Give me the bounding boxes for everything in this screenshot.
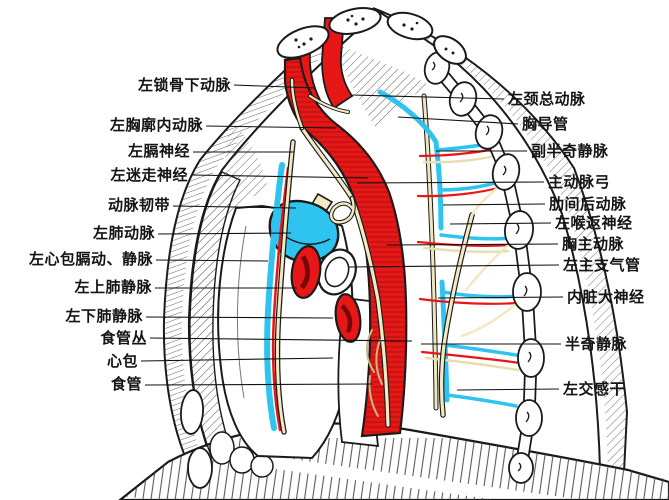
leader-lines	[140, 84, 564, 391]
label-left-sympathetic-trunk: 左交感干	[563, 382, 626, 398]
label-left-phrenic-nerve: 左膈神经	[127, 144, 190, 160]
apex-bones	[276, 7, 467, 65]
posterior-intercostal-arteries	[418, 147, 498, 158]
label-left-pericardiacophrenic-vessels: 左心包膈动、静脉	[28, 252, 153, 268]
label-aortic-arch: 主动脉弓	[548, 175, 611, 191]
posterior-vessel-network	[377, 89, 526, 418]
label-accessory-hemiazygos-vein: 副半奇静脉	[531, 144, 609, 160]
label-ligamentum-arteriosum: 动脉韧带	[107, 198, 170, 214]
esophageal-plexus-lines	[366, 329, 383, 417]
label-pericardium: 心包	[106, 354, 138, 370]
accessory-hemiazygos-vein	[377, 89, 444, 231]
label-posterior-intercostal-artery: 肋间后动脉	[549, 197, 627, 213]
left-superior-pulmonary-vein	[290, 245, 322, 299]
label-left-vagus-nerve: 左迷走神经	[110, 168, 188, 184]
pericardiacophrenic-bundle	[264, 139, 296, 435]
label-left-pulmonary-artery: 左肺动脉	[92, 226, 155, 242]
label-left-recurrent-laryngeal-nerve: 左喉返神经	[555, 216, 633, 232]
label-esophagus: 食管	[110, 377, 142, 393]
label-greater-splanchnic-nerve: 内脏大神经	[567, 290, 645, 306]
label-left-subclavian-artery: 左锁骨下动脉	[137, 78, 231, 94]
label-esophageal-plexus: 食管丛	[100, 331, 147, 347]
left-sympathetic-trunk	[423, 51, 545, 484]
label-left-internal-thoracic-artery: 左胸廓内动脉	[109, 118, 203, 134]
label-left-superior-pulmonary-vein: 左上肺静脉	[74, 280, 152, 296]
left-vagus-nerve-line	[289, 77, 391, 428]
apex-hatching	[330, 40, 430, 128]
label-hemiazygos-vein: 半奇静脉	[565, 337, 628, 353]
label-thoracic-aorta: 胸主动脉	[562, 237, 625, 253]
label-thoracic-duct: 胸导管	[522, 117, 569, 133]
left-lung-cut-edge	[189, 120, 274, 478]
label-left-inferior-pulmonary-vein: 左下肺静脉	[65, 309, 143, 325]
label-left-main-bronchus: 左主支气管	[563, 258, 641, 274]
carotid-stump	[321, 17, 354, 110]
label-left-common-carotid-artery: 左颈总动脉	[508, 92, 586, 108]
left-inferior-pulmonary-vein	[334, 293, 362, 343]
rib-cross-sections	[180, 389, 213, 489]
